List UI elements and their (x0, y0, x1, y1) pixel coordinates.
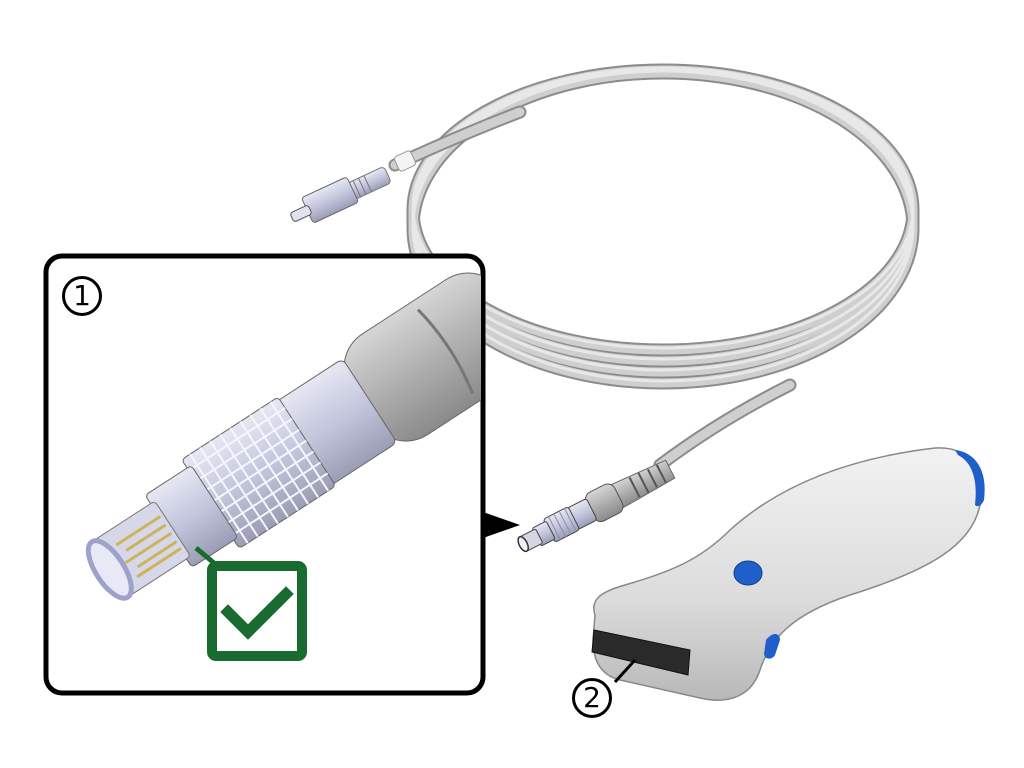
callout-2-leader (613, 658, 637, 684)
probe-side-button[interactable] (764, 634, 780, 659)
transducer-face (591, 629, 691, 676)
probe-end-cap (955, 450, 985, 507)
probe-button[interactable] (733, 560, 763, 586)
approved-checkmark-badge (194, 546, 307, 661)
connector-detail-inset (43, 253, 520, 696)
coiled-cable (388, 63, 920, 472)
callout-number-2: 2 (572, 678, 612, 718)
checkmark-icon (220, 586, 294, 640)
usb-connector (290, 150, 417, 223)
callout-number-1: 1 (62, 276, 102, 316)
connector-pins (115, 515, 182, 578)
probe-cable-connector (517, 459, 676, 553)
inset-pointer (483, 512, 520, 538)
ultrasound-probe (591, 447, 985, 701)
